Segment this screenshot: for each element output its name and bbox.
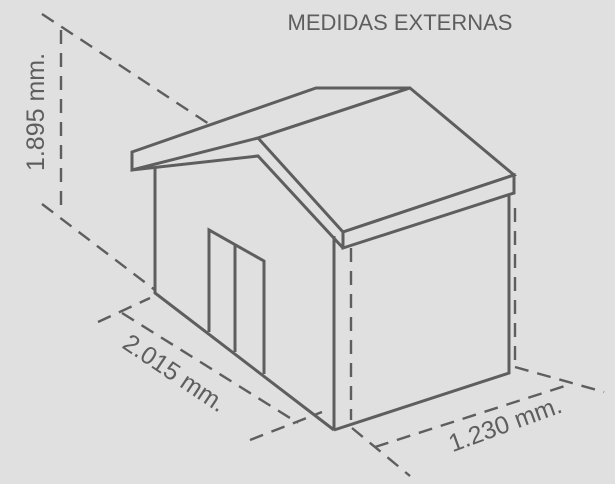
- height-top-guide: [41, 12, 213, 128]
- width-left-guide: [351, 427, 411, 477]
- shed-drawing: [130, 86, 518, 432]
- length-left-tick: [97, 296, 151, 324]
- width-right-guide: [514, 365, 605, 394]
- roof-left-edge: [130, 152, 345, 250]
- length-right-tick: [249, 410, 323, 442]
- height-label: 1.895 mm.: [22, 53, 50, 171]
- length-label: 2.015 mm.: [118, 329, 232, 418]
- width-label: 1.230 mm.: [445, 391, 566, 458]
- height-bottom-guide: [41, 203, 156, 291]
- diagram-title: MEDIDAS EXTERNAS: [288, 10, 513, 35]
- right-wall: [333, 196, 511, 432]
- left-wall: [153, 168, 335, 432]
- length-line: [121, 311, 299, 425]
- roof-fascia: [341, 172, 516, 251]
- width-line: [374, 383, 569, 449]
- dimension-lines: [41, 12, 605, 477]
